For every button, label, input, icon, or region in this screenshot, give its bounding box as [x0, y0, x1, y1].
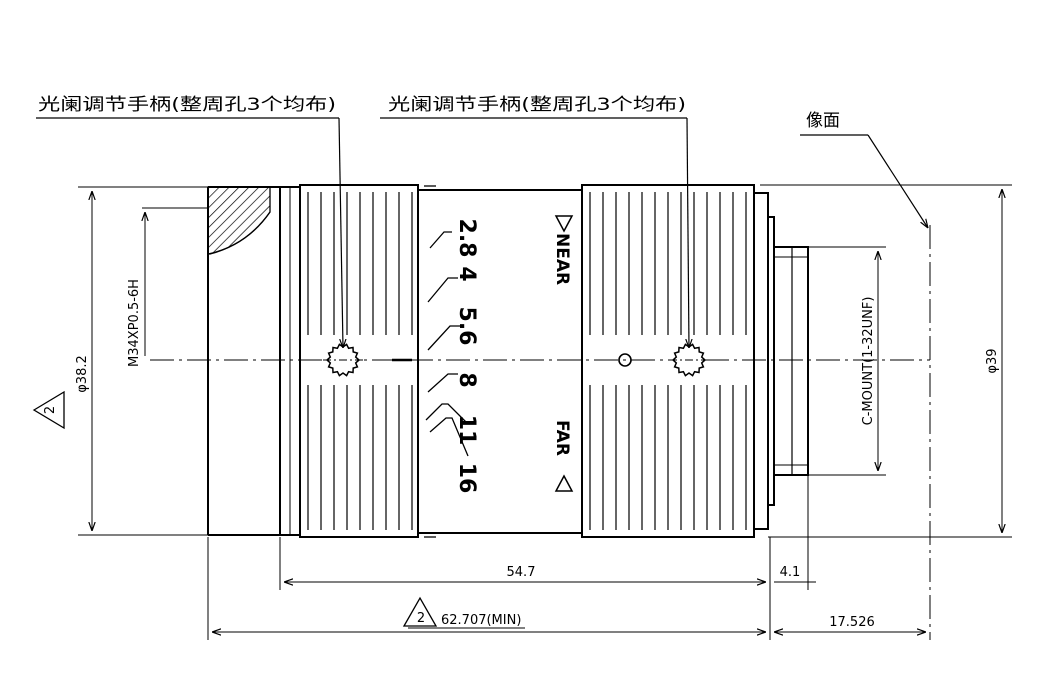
far-label: FAR: [552, 420, 572, 456]
mount-label: C-MOUNT(1-32UNF): [861, 297, 876, 426]
revision-left-number: 2: [43, 406, 58, 414]
revision-mark-left: 2: [32, 390, 65, 430]
dim-body-diameter: [760, 184, 1012, 538]
aperture-ring: [299, 184, 419, 538]
callout-right-text: 光阑调节手柄(整周孔3个均布): [388, 95, 686, 115]
handle-hole-right: [669, 343, 709, 377]
revision-triangle-icon: [32, 390, 65, 430]
callout-image-plane: 像面: [800, 111, 928, 228]
aperture-scale: 2.8 4 5.6 8 11 16: [454, 219, 479, 494]
f-stop-5-6: 5.6: [454, 307, 479, 346]
callout-left-text: 光阑调节手柄(整周孔3个均布): [38, 95, 336, 115]
callout-left: 光阑调节手柄(整周孔3个均布): [36, 95, 343, 348]
f-stop-16: 16: [454, 463, 479, 494]
aperture-index-marks: [425, 231, 469, 457]
focus-index-hole: [618, 353, 632, 367]
dim-mount-length: [774, 475, 816, 590]
focus-ring: [581, 184, 755, 538]
flange-length-label: 54.7: [507, 565, 536, 580]
total-length-label: 62.707(MIN): [441, 613, 521, 628]
body-diameter-label: φ39: [985, 348, 1000, 373]
revision-bottom-number: 2: [417, 611, 425, 626]
near-label: NEAR: [552, 233, 572, 285]
near-arrow-icon: [554, 215, 574, 233]
lens-body: [207, 184, 809, 538]
revision-triangle-icon: [402, 596, 438, 627]
dim-total-length: [207, 537, 766, 640]
f-stop-2-8: 2.8: [454, 219, 479, 258]
callout-right: 光阑调节手柄(整周孔3个均布): [380, 95, 689, 348]
far-arrow-icon: [554, 474, 574, 492]
front-diameter-label: φ38.2: [75, 355, 90, 393]
front-thread-section: [207, 186, 281, 536]
dim-flange-length: [279, 537, 771, 640]
f-stop-4: 4: [454, 266, 479, 281]
handle-hole-left: [323, 343, 363, 377]
thread-hatch: [207, 186, 271, 255]
mount-length-label: 4.1: [780, 565, 801, 580]
dim-mount: [808, 246, 886, 476]
dim-thread: [142, 207, 208, 356]
dim-front-diameter: [78, 186, 208, 536]
revision-mark-bottom: 2: [402, 596, 438, 627]
f-stop-8: 8: [454, 372, 479, 387]
thread-label: M34XP0.5-6H: [127, 279, 142, 367]
focus-labels: NEAR FAR: [552, 215, 574, 492]
f-stop-11: 11: [454, 415, 479, 446]
image-plane-label: 像面: [806, 111, 840, 131]
back-focal-label: 17.526: [829, 615, 875, 630]
rear-mount: [753, 192, 809, 530]
